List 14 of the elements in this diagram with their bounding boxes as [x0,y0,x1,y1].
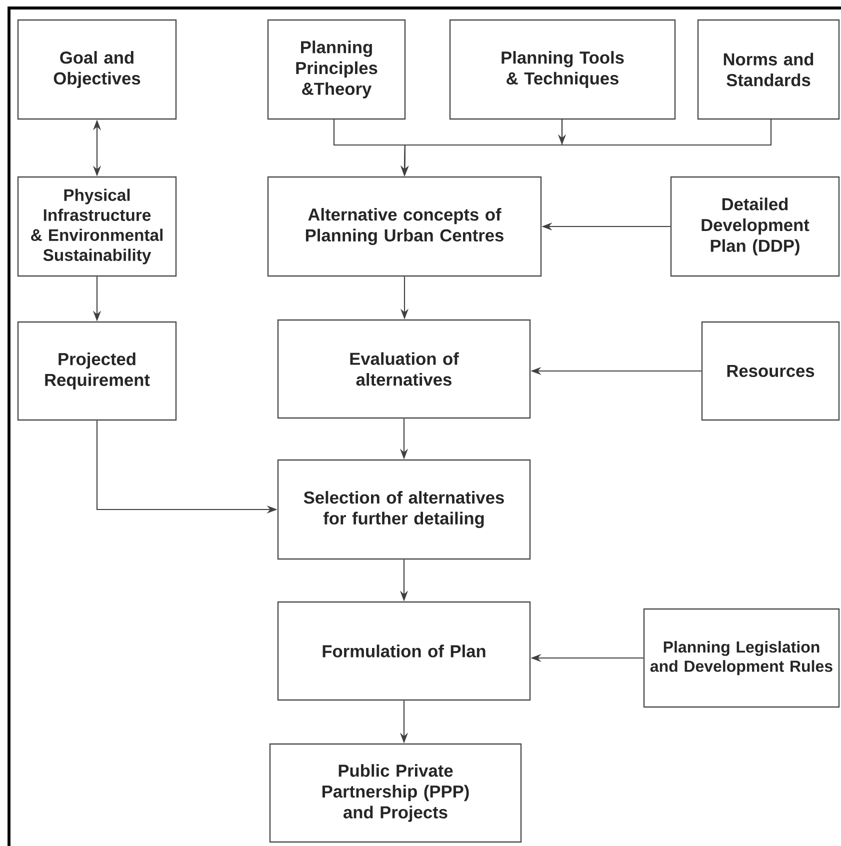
process-box: Evaluation of alternatives [277,319,531,419]
process-box: Norms and Standards [697,19,840,120]
process-box: Selection of alternatives for further detailing [277,459,531,560]
process-box: Formulation of Plan [277,601,531,701]
process-box: Public Private Partnership (PPP) and Projects [269,743,522,843]
process-box: Projected Requirement [17,321,177,421]
process-box: Goal and Objectives [17,19,177,120]
process-box: Alternative concepts of Planning Urban Centres [267,176,542,277]
process-box: Physical Infrastructure & Environmental Sustainability [17,176,177,277]
process-box: Resources [701,321,840,421]
process-box: Planning Principles &Theory [267,19,406,120]
process-box: Planning Tools & Techniques [449,19,676,120]
process-box: Planning Legislation and Development Rules [643,608,840,708]
process-box: Detailed Development Plan (DDP) [670,176,840,277]
